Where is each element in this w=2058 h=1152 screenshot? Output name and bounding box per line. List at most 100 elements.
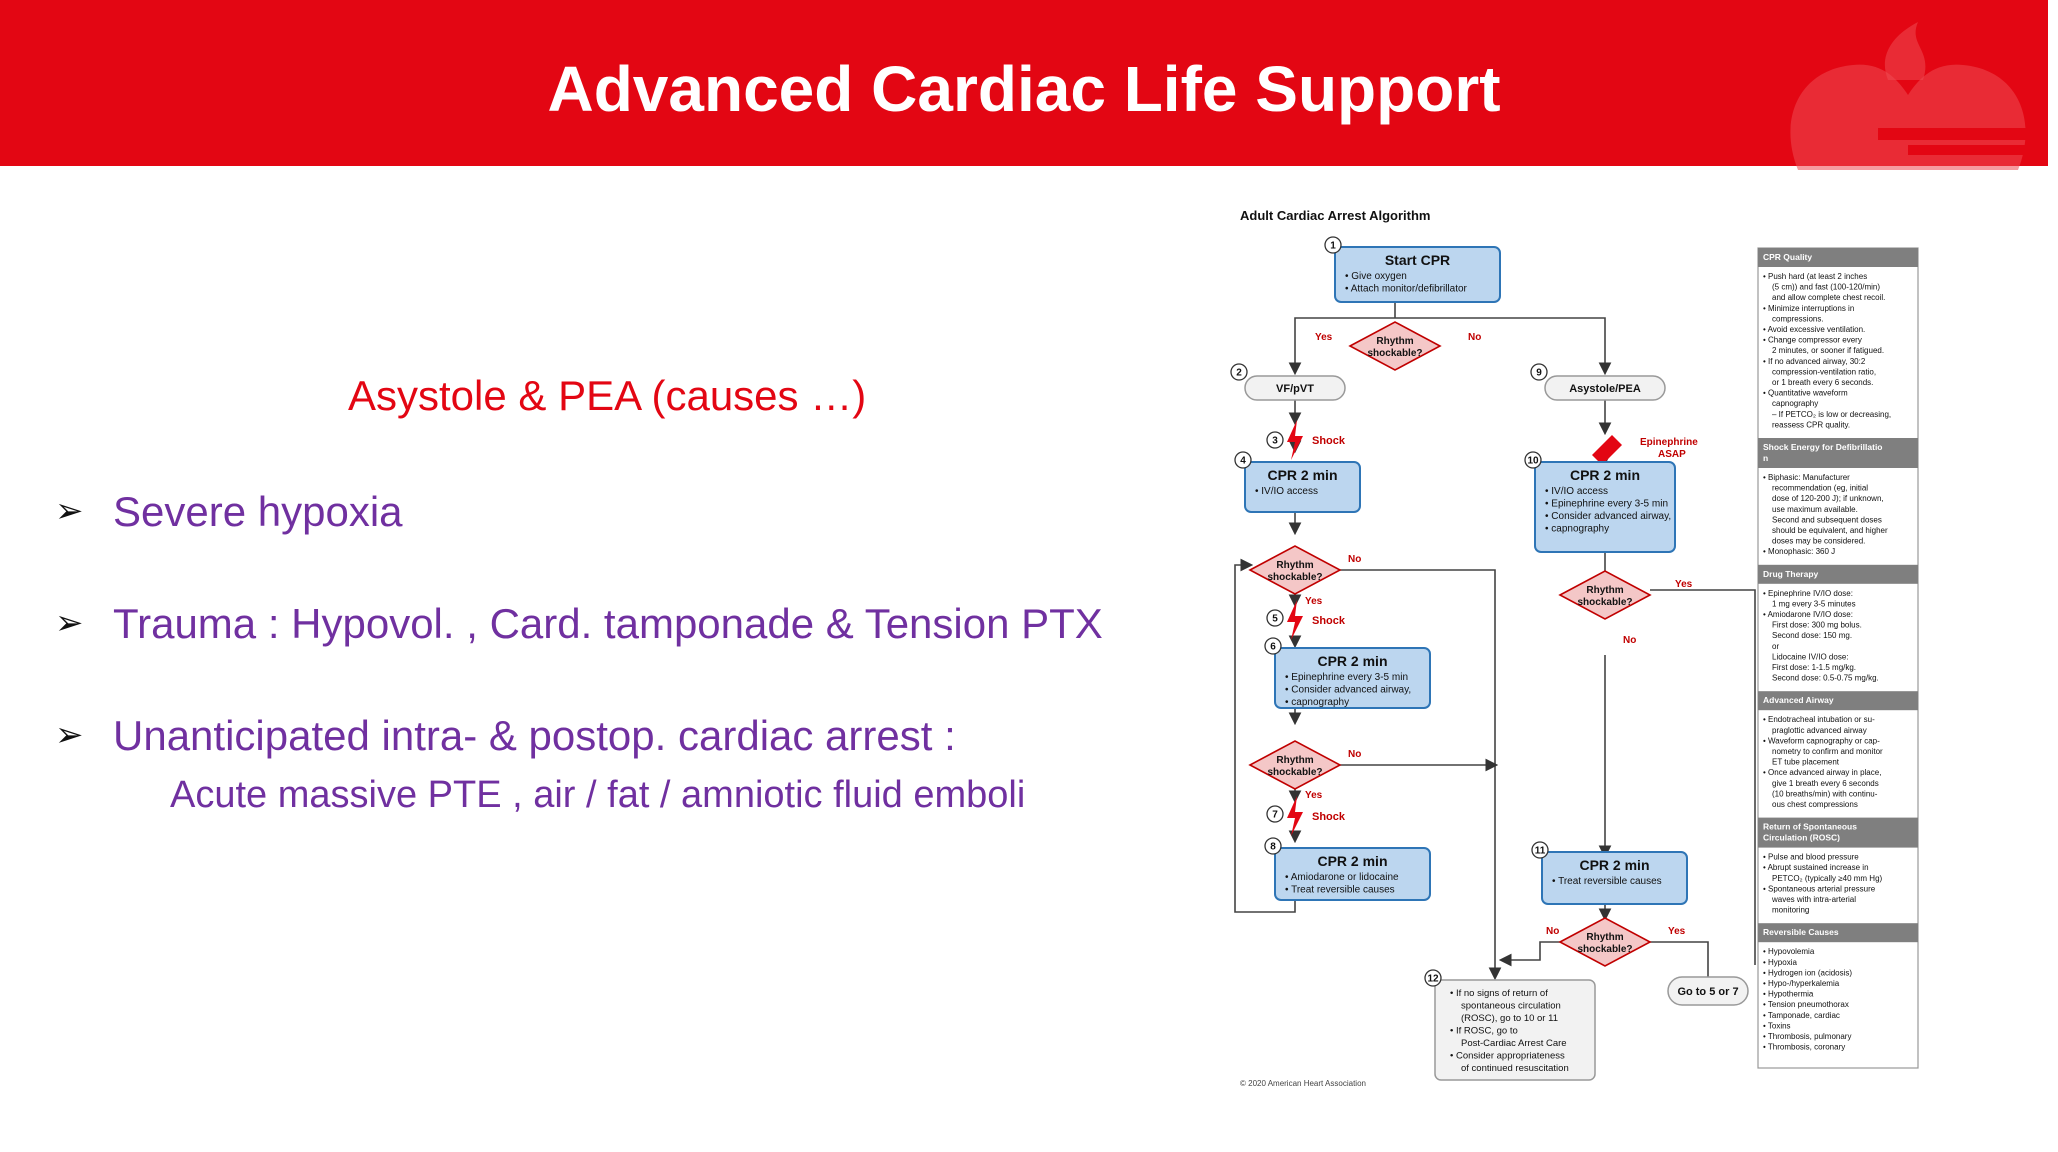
- roscbox-12: [1434, 979, 1596, 1081]
- sidebar-line: (10 breaths/min) with continu-: [1772, 789, 1878, 798]
- sidebar-line: • Toxins: [1763, 1021, 1791, 1030]
- shock-label: Shock: [1312, 811, 1346, 823]
- sidebar-line: and allow complete chest recoil.: [1772, 293, 1885, 302]
- box-item: • Epinephrine every 3-5 min: [1285, 672, 1408, 683]
- box12-line: • If ROSC, go to: [1450, 1026, 1518, 1037]
- decision-rhythm-left-2: [1248, 740, 1342, 790]
- step-number: 1: [1330, 241, 1336, 252]
- step-number-badge: [1264, 637, 1282, 655]
- epinephrine-syringe-icon: [1592, 435, 1622, 465]
- sidebar-line: or 1 breath every 6 seconds.: [1772, 378, 1873, 387]
- bullet-3: ➢Unanticipated intra- & postop. cardiac …: [55, 712, 956, 760]
- cpr-box-4: [1244, 461, 1361, 513]
- flow-arrow: [1340, 569, 1502, 981]
- shock-bolt-icon: [1287, 420, 1303, 460]
- sidebar-line: • Quantitative waveform: [1763, 389, 1848, 398]
- sidebar-line: should be equivalent, and higher: [1772, 526, 1888, 535]
- step-number-badge: [1234, 451, 1252, 469]
- box-item: • IV/IO access: [1545, 486, 1608, 497]
- no-label: No: [1348, 749, 1361, 760]
- bullet-text: Trauma : Hypovol. , Card. tamponade & Te…: [113, 600, 1103, 647]
- box-title: CPR 2 min: [1317, 653, 1387, 669]
- pill-label: Asystole/PEA: [1569, 383, 1641, 395]
- subtitle: Asystole & PEA (causes …): [348, 372, 867, 419]
- decision-line: shockable?: [1367, 348, 1422, 359]
- sidebar-line: • Push hard (at least 2 inches: [1763, 272, 1867, 281]
- sidebar-section-header: [1758, 923, 1918, 943]
- decision-line: shockable?: [1267, 572, 1322, 583]
- decision-line: Rhythm: [1376, 336, 1413, 347]
- decision-rhythm-top: [1348, 321, 1442, 371]
- sidebar-line: Second dose: 150 mg.: [1772, 631, 1852, 640]
- sidebar-line: • Tamponade, cardiac: [1763, 1011, 1840, 1020]
- sidebar-line: • Hypothermia: [1763, 990, 1814, 999]
- yes-label: Yes: [1315, 332, 1333, 343]
- sidebar-line: • Avoid excessive ventilation.: [1763, 325, 1865, 334]
- sidebar-line: 2 minutes, or sooner if fatigued.: [1772, 346, 1884, 355]
- sidebar-line: • Spontaneous arterial pressure: [1763, 884, 1876, 893]
- box-title: Start CPR: [1385, 252, 1450, 268]
- sidebar-line: ous chest compressions: [1772, 800, 1858, 809]
- sidebar-line: • Hydrogen ion (acidosis): [1763, 968, 1852, 977]
- sidebar-line: nometry to confirm and monitor: [1772, 747, 1883, 756]
- copyright: © 2020 American Heart Association: [1240, 1079, 1366, 1088]
- decision-line: shockable?: [1577, 944, 1632, 955]
- step-number: 7: [1272, 810, 1278, 821]
- yes-label: Yes: [1305, 596, 1323, 607]
- sidebar-line: • Hypoxia: [1763, 958, 1797, 967]
- bullet-text: Unanticipated intra- & postop. cardiac a…: [113, 712, 956, 759]
- step-number: 11: [1535, 846, 1546, 857]
- step-number: 9: [1536, 368, 1542, 379]
- box12-line: spontaneous circulation: [1461, 1001, 1561, 1012]
- sidebar-line: capnography: [1772, 399, 1818, 408]
- sidebar-line: Second dose: 0.5-0.75 mg/kg.: [1772, 674, 1879, 683]
- decision-line: shockable?: [1267, 767, 1322, 778]
- box-item: • IV/IO access: [1255, 486, 1318, 497]
- sidebar-line: doses may be considered.: [1772, 537, 1865, 546]
- box-item: • Amiodarone or lidocaine: [1285, 872, 1399, 883]
- cpr-box-6: [1274, 647, 1431, 709]
- goto-5-or-7-pill: [1667, 976, 1749, 1006]
- sidebar-header-text: Return of Spontaneous: [1763, 822, 1857, 832]
- aha-heart-torch-logo-icon: [1790, 22, 2048, 170]
- algorithm-title: Adult Cardiac Arrest Algorithm: [1240, 208, 1430, 223]
- vf-pvt-pill: [1244, 375, 1346, 401]
- sidebar-section-header: [1758, 248, 1918, 267]
- box12-line: of continued resuscitation: [1461, 1063, 1569, 1074]
- shock-bolt-icon: [1287, 796, 1303, 836]
- box-item: • Consider advanced airway,: [1285, 685, 1411, 696]
- sidebar-header-text: Circulation (ROSC): [1763, 833, 1840, 843]
- box-title: CPR 2 min: [1317, 853, 1387, 869]
- sidebar-line: compressions.: [1772, 314, 1824, 323]
- sidebar-line: use maximum available.: [1772, 505, 1858, 514]
- sidebar-line: reassess CPR quality.: [1772, 420, 1850, 429]
- sidebar-line: First dose: 1-1.5 mg/kg.: [1772, 663, 1856, 672]
- slide-title: Advanced Cardiac Life Support: [547, 53, 1501, 125]
- step-number: 4: [1240, 456, 1246, 467]
- box12-line: • If no signs of return of: [1450, 988, 1548, 999]
- box-item: • capnography: [1285, 697, 1349, 708]
- sub-bullet: Acute massive PTE , air / fat / amniotic…: [170, 774, 1026, 816]
- sidebar-line: • Biphasic: Manufacturer: [1763, 473, 1850, 482]
- step-number-badge: [1266, 431, 1284, 449]
- sidebar-line: Second and subsequent doses: [1772, 515, 1882, 524]
- sidebar-header-text: Advanced Airway: [1763, 695, 1834, 705]
- sidebar-line: • Pulse and blood pressure: [1763, 853, 1859, 862]
- step-number-badge: [1264, 837, 1282, 855]
- flow-arrow: [1395, 317, 1612, 376]
- sidebar-line: • Abrupt sustained increase in: [1763, 863, 1869, 872]
- sidebar-line: • Thrombosis, pulmonary: [1763, 1032, 1851, 1041]
- sidebar-line: • Monophasic: 360 J: [1763, 547, 1835, 556]
- decision-line: Rhythm: [1276, 755, 1313, 766]
- step-number-badge: [1530, 363, 1548, 381]
- sidebar-line: • Endotracheal intubation or su-: [1763, 715, 1875, 724]
- asap-label: ASAP: [1658, 449, 1686, 460]
- sidebar-line: recommendation (eg, initial: [1772, 484, 1868, 493]
- yes-label: Yes: [1675, 579, 1693, 590]
- box-item: • Attach monitor/defibrillator: [1345, 284, 1468, 295]
- box-title: CPR 2 min: [1579, 857, 1649, 873]
- sidebar-line: waves with intra-arterial: [1771, 895, 1856, 904]
- arrow-bullet-icon: ➢: [55, 492, 84, 530]
- sidebar-line: give 1 breath every 6 seconds: [1772, 779, 1879, 788]
